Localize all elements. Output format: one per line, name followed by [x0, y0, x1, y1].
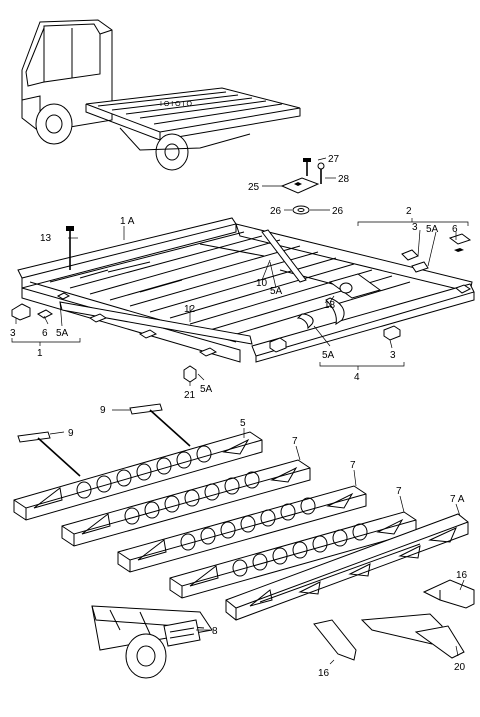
- callout-9-left: 9: [68, 428, 74, 439]
- flatbed-floor-assembly: [11, 217, 475, 383]
- callout-6-right: 6: [452, 224, 458, 235]
- callout-5a-bottom: 5A: [322, 350, 335, 361]
- callout-7a: 7 A: [450, 494, 465, 505]
- callout-26-right: 26: [332, 206, 344, 217]
- callout-28: 28: [338, 174, 350, 185]
- callout-10: 10: [256, 278, 268, 289]
- callout-3-right: 3: [412, 222, 418, 233]
- callout-16-right: 16: [456, 570, 468, 581]
- callout-13: 13: [40, 233, 52, 244]
- callout-26-left: 26: [270, 206, 282, 217]
- callout-7-third: 7: [396, 486, 402, 497]
- callout-5a-right: 5A: [426, 224, 439, 235]
- callout-25: 25: [248, 182, 260, 193]
- brackets-16-20: [313, 579, 475, 665]
- callout-5a-left: 5A: [56, 328, 69, 339]
- svg-text:I O I O I O: I O I O I O: [160, 101, 192, 108]
- truck-rear-inset: [91, 605, 213, 679]
- callout-1a: 1 A: [120, 216, 135, 227]
- callout-2: 2: [406, 206, 412, 217]
- callout-9-top: 9: [100, 405, 106, 416]
- mounting-hardware-group: [262, 157, 336, 215]
- callout-3-bottom: 3: [390, 350, 396, 361]
- callout-5: 5: [240, 418, 246, 429]
- callout-3-left: 3: [10, 328, 16, 339]
- group-brackets: [11, 218, 469, 386]
- callout-16-bottom: 16: [318, 668, 330, 679]
- callout-18: 18: [324, 300, 336, 311]
- callout-4: 4: [354, 372, 360, 383]
- callout-7-second: 7: [350, 460, 356, 471]
- cross-member-7-c: [169, 511, 417, 599]
- callout-5a-21: 5A: [200, 384, 213, 395]
- cross-member-7-b: [117, 485, 367, 573]
- cross-member-leaders: [243, 428, 461, 517]
- callout-6-left: 6: [42, 328, 48, 339]
- callout-7-first: 7: [292, 436, 298, 447]
- callout-21: 21: [184, 390, 196, 401]
- callout-20: 20: [454, 662, 466, 673]
- truck-illustration: I O I O I O: [21, 19, 301, 171]
- tensioner-straps: [17, 403, 191, 477]
- cross-member-5: [13, 431, 263, 521]
- cross-member-7-a: [61, 459, 311, 547]
- callout-5a-mid: 5A: [270, 286, 283, 297]
- cross-member-7a: [225, 513, 469, 621]
- callout-12: 12: [184, 304, 196, 315]
- callout-8: 8: [212, 626, 218, 637]
- callout-27: 27: [328, 154, 340, 165]
- callout-1: 1: [37, 348, 43, 359]
